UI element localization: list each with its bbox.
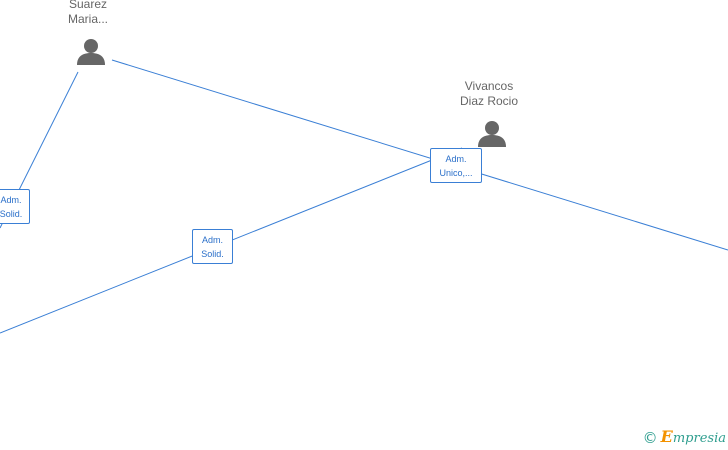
brand-footer: © Empresia	[642, 427, 726, 449]
person-name-line1: Vivancos	[464, 79, 514, 93]
role-line1: Adm.	[201, 235, 223, 245]
person-silhouette-icon[interactable]	[76, 36, 106, 66]
role-line1: Adm.	[445, 154, 467, 164]
person-name-line1: Suarez	[68, 0, 108, 11]
role-line1: Adm.	[0, 195, 22, 205]
role-box[interactable]: Adm. Solid.	[0, 189, 30, 224]
brand-logo[interactable]: Empresia	[661, 427, 726, 449]
role-line2: Solid.	[201, 249, 224, 259]
person-silhouette-icon[interactable]	[477, 118, 507, 148]
edge-suarez-to-right	[111, 59, 728, 251]
person-name-line2: Maria...	[67, 12, 108, 26]
brand-name-rest: mpresia	[672, 431, 726, 446]
person-name-line2: Diaz Rocio	[459, 94, 519, 108]
brand-initial: E	[660, 427, 673, 446]
role-box[interactable]: Adm. Solid.	[192, 229, 233, 264]
role-box[interactable]: Adm. Unico,...	[430, 148, 482, 183]
role-line2: Solid.	[0, 209, 23, 219]
person-label-suarez: Suarez Maria...	[53, 0, 123, 27]
copyright-icon: ©	[642, 429, 658, 447]
person-label-vivancos: Vivancos Diaz Rocio	[444, 79, 534, 109]
role-line2: Unico,...	[439, 168, 473, 178]
